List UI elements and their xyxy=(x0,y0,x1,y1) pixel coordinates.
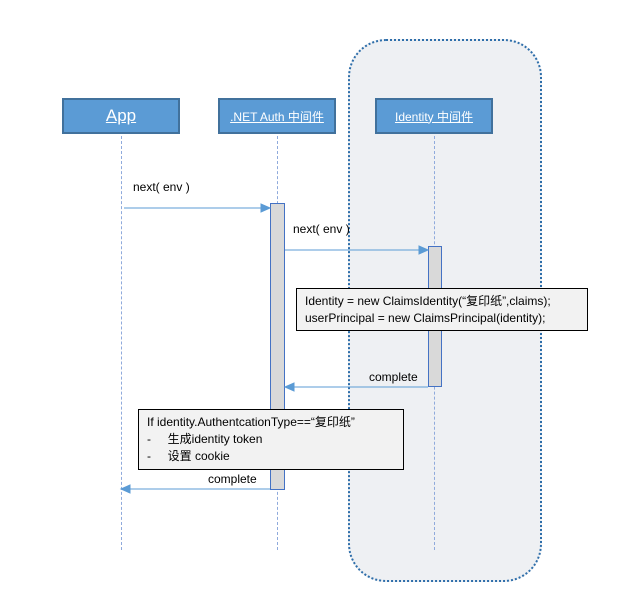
arrowhead-complete-2 xyxy=(119,484,131,494)
message-label-next-env-1: next( env ) xyxy=(133,180,190,194)
participant-auth: .NET Auth 中间件 xyxy=(218,98,336,134)
participant-app: App xyxy=(62,98,180,134)
auth-note-line-2: - 生成identity token xyxy=(147,432,263,446)
identity-note-line-1: Identity = new ClaimsIdentity(“复印纸”,clai… xyxy=(305,294,551,308)
participant-app-label: App xyxy=(105,106,137,125)
arrowhead-next-env-2 xyxy=(418,245,430,255)
participant-identity-label: Identity 中间件 xyxy=(394,109,474,124)
auth-condition-note: If identity.AuthentcationType==“复印纸” - 生… xyxy=(138,409,404,470)
message-label-complete-1: complete xyxy=(369,370,418,384)
auth-note-line-3: - 设置 cookie xyxy=(147,449,230,463)
arrowhead-next-env-1 xyxy=(260,203,272,213)
participant-identity: Identity 中间件 xyxy=(375,98,493,134)
identity-note-line-2: userPrincipal = new ClaimsPrincipal(iden… xyxy=(305,311,546,325)
message-label-next-env-2: next( env ) xyxy=(293,222,350,236)
app-lifeline xyxy=(121,136,122,550)
auth-note-line-1: If identity.AuthentcationType==“复印纸” xyxy=(147,415,355,429)
arrowhead-complete-1 xyxy=(283,382,295,392)
participant-auth-label: .NET Auth 中间件 xyxy=(230,109,324,124)
message-label-complete-2: complete xyxy=(208,472,257,486)
identity-code-note: Identity = new ClaimsIdentity(“复印纸”,clai… xyxy=(296,288,588,331)
